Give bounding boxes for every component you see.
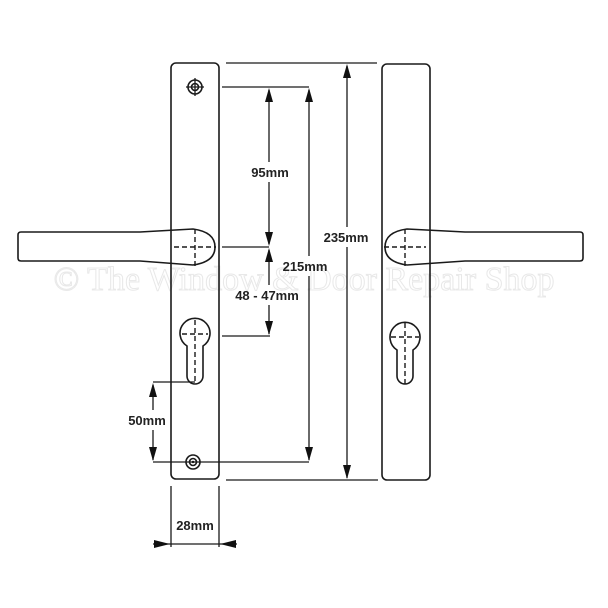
label-215mm: 215mm <box>283 259 328 274</box>
front-view-lever-handle <box>17 228 216 268</box>
dimension-235mm: 235mm <box>324 64 369 479</box>
label-50mm: 50mm <box>128 413 166 428</box>
dimension-95mm: 95mm <box>251 88 289 246</box>
label-95mm: 95mm <box>251 165 289 180</box>
top-screw-icon <box>186 78 204 96</box>
dimension-48-47mm: 48 - 47mm <box>235 248 299 335</box>
dimension-50mm: 50mm <box>128 383 166 461</box>
backplate-outline <box>170 62 220 480</box>
side-view-backplate <box>381 63 431 481</box>
label-48-47mm: 48 - 47mm <box>235 288 299 303</box>
label-235mm: 235mm <box>324 230 369 245</box>
dimension-215mm: 215mm <box>283 88 328 461</box>
cylinder-cutout-icon <box>179 317 211 385</box>
label-28mm: 28mm <box>176 518 214 533</box>
watermark: © The Window & Door Repair Shop <box>53 261 554 298</box>
side-view-lever-handle <box>384 228 584 268</box>
dimension-28mm: 28mm <box>153 486 237 548</box>
side-cylinder-cutout-icon <box>389 321 421 385</box>
side-backplate-outline <box>381 63 431 481</box>
